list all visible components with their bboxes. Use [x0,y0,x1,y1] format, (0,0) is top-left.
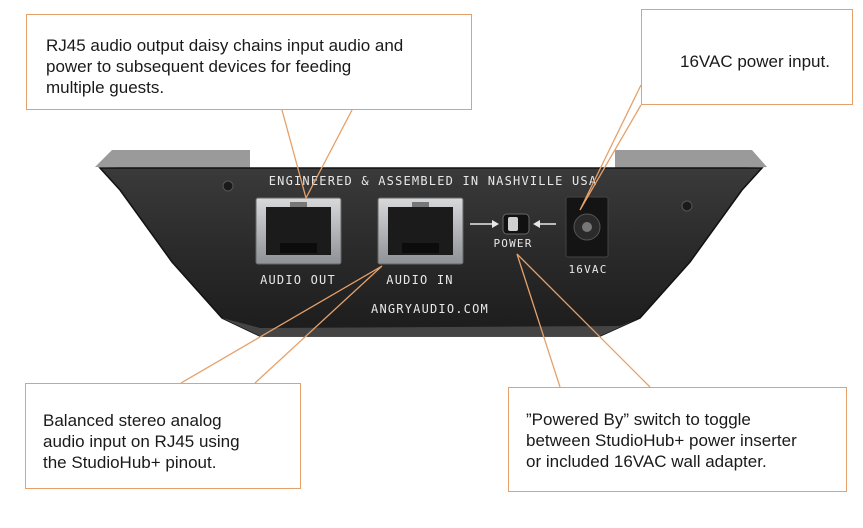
left-screw [222,180,234,192]
callout-rj45-output-text: RJ45 audio output daisy chains input aud… [46,36,404,97]
website-label: ANGRYAUDIO.COM [371,302,489,316]
callout-powered-by-switch-text: ”Powered By” switch to toggle between St… [526,410,797,471]
audio-out-port [255,197,342,265]
leader-line-rj45-output [281,109,353,200]
callout-power-input: 16VAC power input. [641,9,853,105]
power-switch [470,213,556,235]
callout-power-input-text: 16VAC power input. [680,52,830,71]
right-screw [681,200,693,212]
left-mounting-flange [95,150,250,170]
callout-powered-by-switch: ”Powered By” switch to toggle between St… [508,387,847,492]
leader-line-switch [516,253,651,388]
callout-balanced-input: Balanced stereo analog audio input on RJ… [25,383,301,489]
callout-rj45-output: RJ45 audio output daisy chains input aud… [26,14,472,110]
dc-power-jack [565,196,609,258]
leader-line-balanced-input [180,265,383,384]
audio-in-port [377,197,464,265]
audio-in-label: AUDIO IN [386,273,453,287]
callout-balanced-input-text: Balanced stereo analog audio input on RJ… [43,411,240,472]
device-top-label: ENGINEERED & ASSEMBLED IN NASHVILLE USA [269,174,598,188]
dc-label: 16VAC [568,263,607,276]
leader-lines [180,84,651,388]
leader-line-power-input [579,84,642,211]
audio-out-label: AUDIO OUT [260,273,336,287]
right-mounting-flange [615,150,767,170]
power-label: POWER [493,237,532,250]
